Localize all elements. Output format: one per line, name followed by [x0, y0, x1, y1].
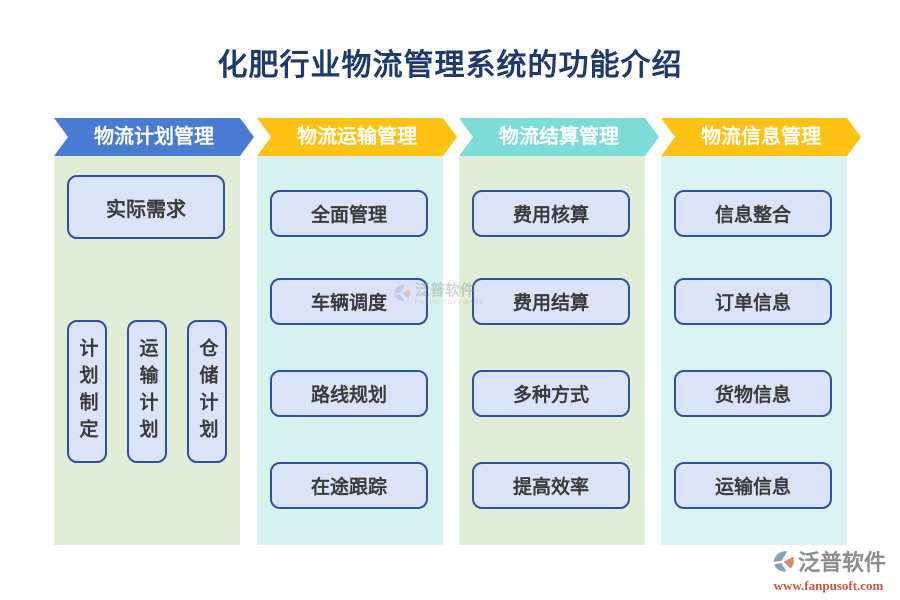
watermark-brand: 泛普软件 — [415, 282, 476, 299]
plan-sub-box: 运输计划 — [127, 320, 167, 463]
settlement-item-box: 费用核算 — [472, 190, 630, 237]
transport-item-box: 在途跟踪 — [270, 462, 428, 509]
column-information-header-arrow: 物流信息管理 — [661, 118, 861, 156]
information-item-box: 运输信息 — [674, 462, 832, 509]
plan-item-box: 实际需求 — [67, 175, 225, 239]
settlement-item-box: 多种方式 — [472, 370, 630, 417]
page-title: 化肥行业物流管理系统的功能介绍 — [217, 49, 683, 82]
column-plan-header-arrow: 物流计划管理 — [54, 118, 254, 156]
information-item-box: 信息整合 — [674, 190, 832, 237]
watermark-subtext: FANPU SOFTWARE — [415, 299, 485, 306]
transport-item-box: 路线规划 — [270, 370, 428, 417]
settlement-item-box: 提高效率 — [472, 462, 630, 509]
fanpu-logo-icon — [392, 283, 412, 303]
column-information-panel: 信息整合 订单信息 货物信息 运输信息 — [661, 155, 847, 545]
information-item-box: 订单信息 — [674, 278, 832, 325]
footer-url: www.fanpusoft.com — [773, 578, 884, 593]
column-settlement-panel: 费用核算 费用结算 多种方式 提高效率 — [459, 155, 645, 545]
plan-sub-box: 仓储计划 — [187, 320, 227, 463]
column-plan-panel: 实际需求 计划制定 运输计划 仓储计划 — [54, 155, 240, 545]
column-settlement-header-arrow: 物流结算管理 — [459, 118, 659, 156]
plan-sub-box: 计划制定 — [67, 320, 107, 463]
fanpu-logo-icon — [771, 549, 796, 574]
column-settlement: 物流结算管理 费用核算 费用结算 多种方式 提高效率 — [459, 118, 645, 545]
settlement-item-box: 费用结算 — [472, 278, 630, 325]
column-transport-header-arrow: 物流运输管理 — [257, 118, 457, 156]
information-item-box: 货物信息 — [674, 370, 832, 417]
column-transport-panel: 全面管理 车辆调度 路线规划 在途跟踪 — [257, 155, 443, 545]
column-transport: 物流运输管理 全面管理 车辆调度 路线规划 在途跟踪 — [257, 118, 443, 545]
footer-logo: 泛普软件 www.fanpusoft.com — [771, 545, 886, 594]
column-plan: 物流计划管理 实际需求 计划制定 运输计划 仓储计划 — [54, 118, 240, 545]
column-information: 物流信息管理 信息整合 订单信息 货物信息 运输信息 — [661, 118, 847, 545]
transport-item-box: 全面管理 — [270, 190, 428, 237]
center-watermark: 泛普软件 FANPU SOFTWARE — [392, 282, 485, 306]
footer-brand: 泛普软件 — [797, 550, 886, 575]
